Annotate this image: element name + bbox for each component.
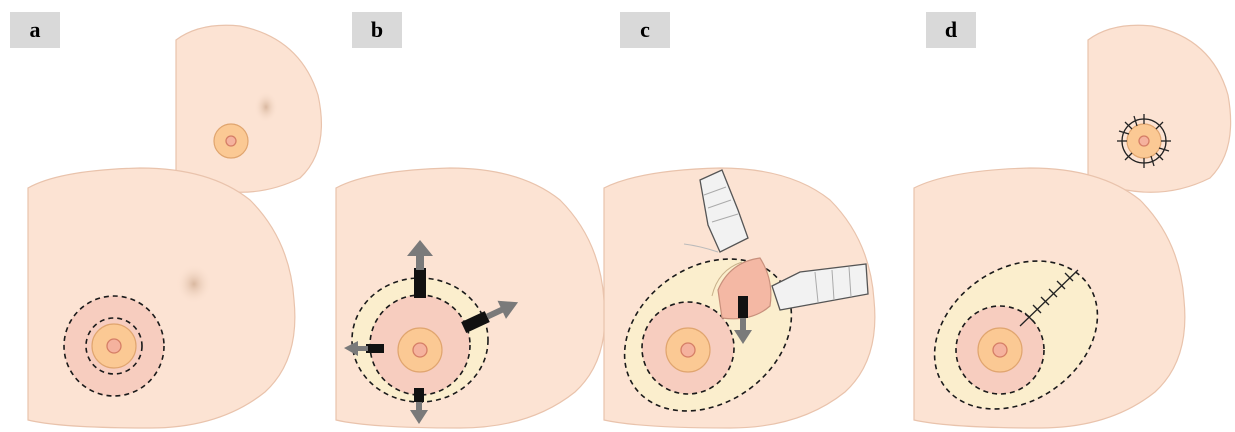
large-breast-d xyxy=(906,168,1185,432)
nipple-small-d xyxy=(1139,136,1149,146)
nipple-d xyxy=(993,343,1007,357)
panel-c xyxy=(595,168,875,432)
panel-d xyxy=(906,25,1231,432)
nipple-large-a xyxy=(107,339,121,353)
lesion-large-a xyxy=(176,264,212,304)
nipple-c xyxy=(681,343,695,357)
small-breast-d xyxy=(1088,25,1231,192)
nipple-b xyxy=(413,343,427,357)
large-breast-a xyxy=(28,168,295,428)
nipple-small-a xyxy=(226,136,236,146)
small-breast-a xyxy=(176,25,321,192)
panel-b xyxy=(336,168,605,428)
lesion-small-a xyxy=(254,91,278,123)
panel-a xyxy=(28,25,321,428)
